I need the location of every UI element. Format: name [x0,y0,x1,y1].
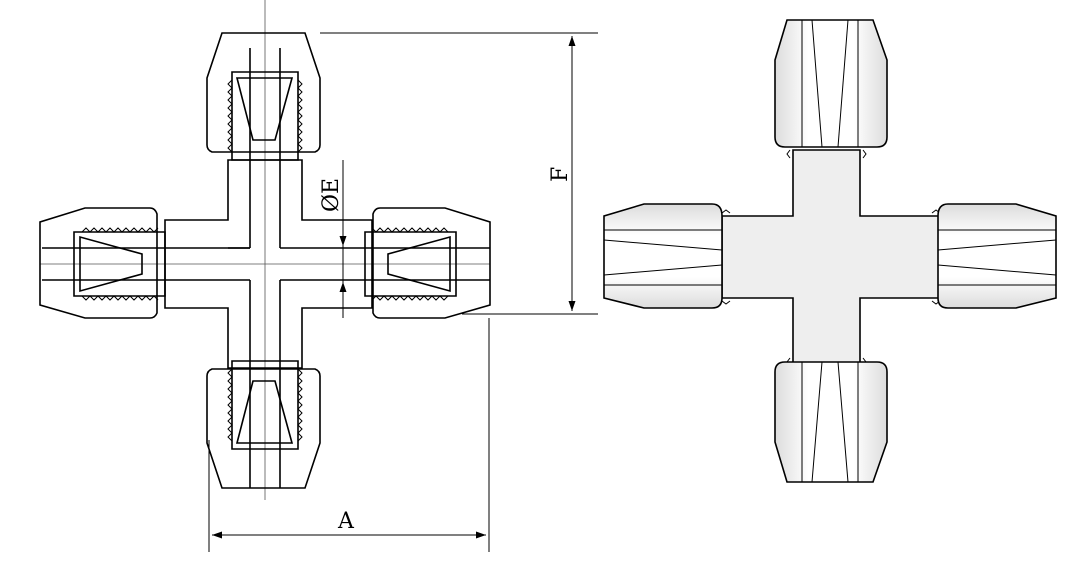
exterior-view [603,19,1057,483]
f-label: F [548,167,573,182]
a-label: A [337,509,355,534]
dimensions [208,32,598,552]
top-nut [206,32,321,161]
ext-bottom-nut [774,361,888,483]
section-view [39,0,491,500]
centerlines [40,0,490,500]
ext-right-nut [937,203,1057,309]
left-nut [39,207,166,319]
ext-left-nut [603,203,723,309]
bore-lines [42,48,490,488]
body-outline [164,159,373,369]
bottom-nut [206,360,321,489]
e-label: ØE [319,178,344,212]
right-nut [364,207,491,319]
ext-top-nut [774,19,888,148]
exterior-body [721,149,941,366]
